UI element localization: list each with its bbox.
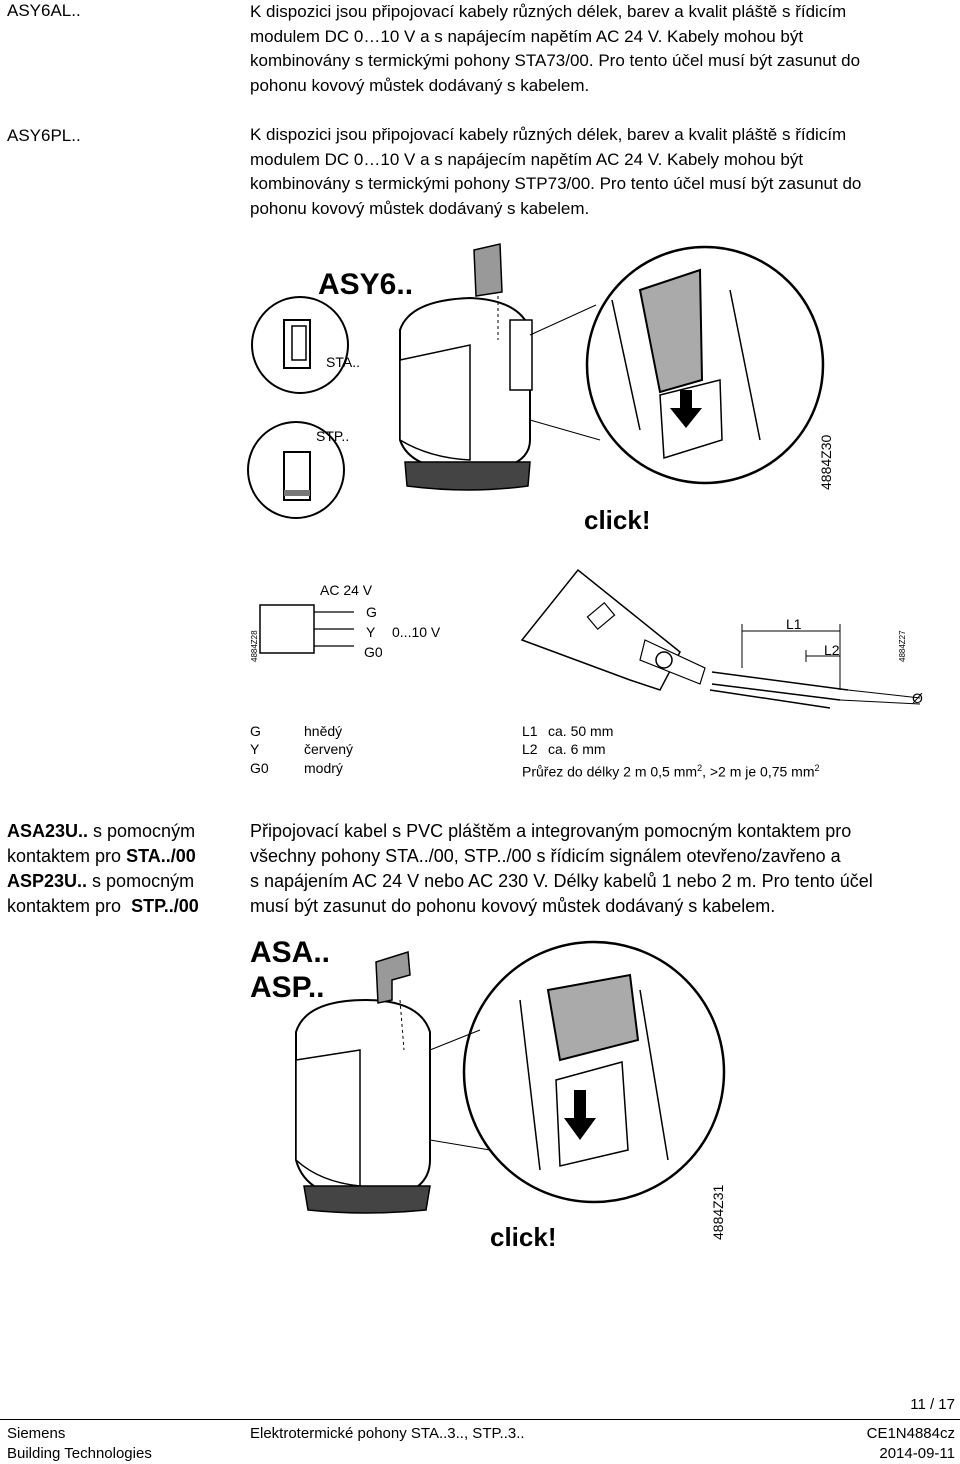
stp-label: STP.. <box>316 428 350 444</box>
text-line: s napájením AC 24 V nebo AC 230 V. Délky… <box>250 871 873 891</box>
doc-code: CE1N4884cz <box>866 1425 955 1442</box>
legend-dim-l1: L1 ca. 50 mm <box>522 722 613 741</box>
text-line: kombinovány s termickými pohony STP73/00… <box>250 174 862 193</box>
diameter-label: Ø <box>912 690 923 706</box>
text-line: musí být zasunut do pohonu kovový můstek… <box>250 896 776 916</box>
cross-section-text-2: , >2 m je 0,75 mm <box>702 763 815 780</box>
sta-label: STA.. <box>326 354 360 370</box>
footer-doc-title: Elektrotermické pohony STA..3.., STP..3.… <box>250 1425 525 1442</box>
asa-asp-codes: ASA23U.. s pomocným kontaktem pro STA../… <box>7 819 199 919</box>
click-label: click! <box>584 505 651 535</box>
text-line: modulem DC 0…10 V a s napájecím napětím … <box>250 26 804 46</box>
legend-value: modrý <box>304 760 343 776</box>
legend-value: hnědý <box>304 723 343 739</box>
figure1-title: ASY6.. <box>318 268 414 301</box>
asy6pl-description: K dispozici jsou připojovací kabely různ… <box>250 123 861 221</box>
text-line: modulem DC 0…10 V a s napájecím napětím … <box>250 149 804 169</box>
asa-line-2: kontaktem pro STA../00 <box>7 846 196 866</box>
asp-line-1: ASP23U.. s pomocným <box>7 871 195 891</box>
company-name: Siemens <box>7 1425 66 1442</box>
legend-key: L2 <box>522 741 538 757</box>
text-line: Připojovací kabel s PVC pláštěm a integr… <box>250 821 852 841</box>
page-number: 11 / 17 <box>910 1396 955 1413</box>
superscript: 2 <box>814 763 820 773</box>
cross-section-text: Průřez do délky 2 m 0,5 mm <box>522 763 698 780</box>
text-line: pohonu kovový můstek dodávaný s kabelem. <box>250 198 590 218</box>
figure2-code: 4884Z31 <box>710 1184 726 1240</box>
wiring-left-code: 4884Z28 <box>250 630 259 662</box>
figure2-title-asp: ASP.. <box>250 971 325 1004</box>
superscript: 2 <box>697 763 703 773</box>
g-label: G <box>366 604 377 620</box>
legend-key: L1 <box>522 723 538 739</box>
footer-divider <box>0 1419 960 1420</box>
asa-asp-description: Připojovací kabel s PVC pláštěm a integr… <box>250 819 873 919</box>
y-label: Y <box>366 624 376 640</box>
asa-line-1: ASA23U.. s pomocným <box>7 821 196 841</box>
text-line: všechny pohony STA../00, STP../00 s řídi… <box>250 846 841 866</box>
company-division: Building Technologies <box>7 1445 152 1462</box>
text-line: kombinovány s termickými pohony STA73/00… <box>250 51 861 70</box>
legend-color-g0: G0 modrý <box>250 759 343 778</box>
g0-label: G0 <box>364 644 383 660</box>
text-line: K dispozici jsou připojovací kabely různ… <box>250 2 847 21</box>
y-range-label: 0...10 V <box>392 624 441 640</box>
product-code-asy6pl: ASY6PL.. <box>7 126 81 145</box>
l1-label: L1 <box>786 616 802 632</box>
legend-key: G <box>250 723 261 739</box>
footer-company: Siemens Building Technologies <box>7 1424 152 1464</box>
legend-key: G0 <box>250 760 269 776</box>
figure1-code: 4884Z30 <box>818 434 834 490</box>
asp-line-2: kontaktem pro STP../00 <box>7 896 199 916</box>
click-label-2: click! <box>490 1222 557 1252</box>
product-code-asy6al: ASY6AL.. <box>7 1 81 20</box>
legend-dim-l2: L2 ca. 6 mm <box>522 740 606 759</box>
text-line: pohonu kovový můstek dodávaný s kabelem. <box>250 75 590 95</box>
asy6al-description: K dispozici jsou připojovací kabely různ… <box>250 0 860 98</box>
legend-value: červený <box>304 741 354 757</box>
l2-label: L2 <box>824 642 840 658</box>
wiring-right-code: 4884Z27 <box>898 630 907 662</box>
supply-label: AC 24 V <box>320 582 373 598</box>
legend-key: Y <box>250 741 260 757</box>
footer-meta: CE1N4884cz 2014-09-11 <box>867 1424 955 1464</box>
doc-date: 2014-09-11 <box>879 1445 955 1462</box>
legend-value: ca. 50 mm <box>548 723 614 739</box>
legend-cross-section: Průřez do délky 2 m 0,5 mm2, >2 m je 0,7… <box>522 759 820 782</box>
figure2-title-asa: ASA.. <box>250 936 331 969</box>
legend-value: ca. 6 mm <box>548 741 606 757</box>
text-line: K dispozici jsou připojovací kabely různ… <box>250 125 847 144</box>
